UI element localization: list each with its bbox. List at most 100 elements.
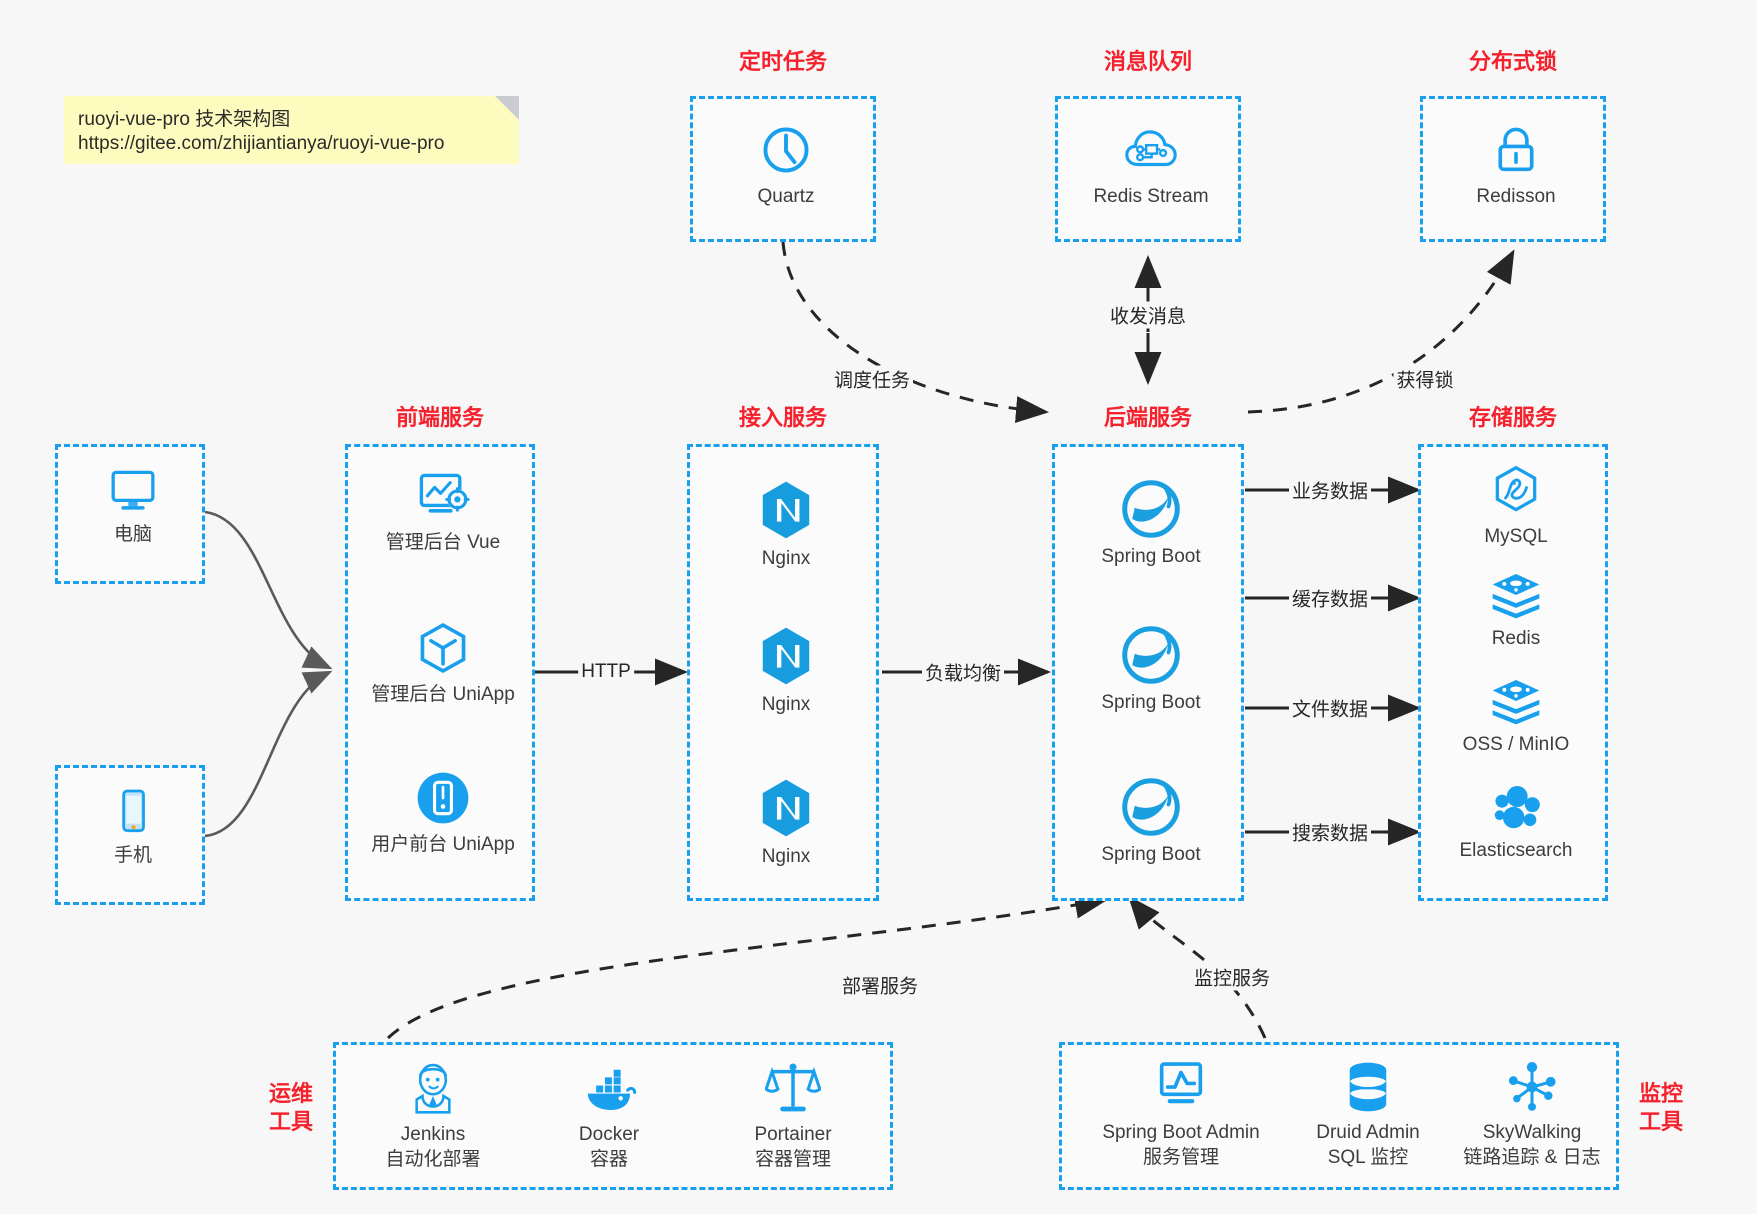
spring-boot-icon xyxy=(1121,777,1181,837)
node-pc[interactable]: 电脑 xyxy=(58,465,208,548)
docker-icon xyxy=(581,1061,637,1117)
nginx-icon xyxy=(757,479,815,541)
group-box-storage: MySQL Redis xyxy=(1418,444,1608,901)
node-oss-minio[interactable]: OSS / MinIO xyxy=(1421,675,1611,758)
redis-icon xyxy=(1488,569,1544,621)
node-sublabel: 自动化部署 xyxy=(385,1148,481,1170)
node-label: 管理后台 Vue xyxy=(385,532,501,553)
group-box-scheduled-task: Quartz xyxy=(690,96,876,242)
node-label: MySQL xyxy=(1484,526,1548,547)
group-title-monitoring-line2: 工具 xyxy=(1638,1109,1683,1135)
node-label: Redisson xyxy=(1476,186,1556,207)
smartphone-icon xyxy=(105,786,161,838)
edge-label-monitor-service: 监控服务 xyxy=(1190,963,1274,991)
note-line-2: https://gitee.com/zhijiantianya/ruoyi-vu… xyxy=(78,133,445,154)
group-title-storage: 存储服务 xyxy=(1468,405,1557,430)
node-label: Elasticsearch xyxy=(1459,840,1573,861)
node-label: Nginx xyxy=(761,846,811,867)
edge-label-search-data: 搜索数据 xyxy=(1288,818,1372,846)
group-box-client-pc: 电脑 xyxy=(55,444,205,584)
node-redis-stream[interactable]: Redis Stream xyxy=(1058,121,1244,210)
node-jenkins[interactable]: Jenkins 自动化部署 xyxy=(358,1061,508,1172)
node-elasticsearch[interactable]: Elasticsearch xyxy=(1421,781,1611,864)
mobile-circle-icon xyxy=(413,769,473,827)
node-label: Redis xyxy=(1491,628,1541,649)
group-title-gateway: 接入服务 xyxy=(738,405,827,430)
monitor-chart-icon xyxy=(1152,1059,1210,1115)
group-title-distributed-lock: 分布式锁 xyxy=(1468,49,1557,74)
node-admin-uniapp[interactable]: 管理后台 UniApp xyxy=(348,619,538,708)
node-mobile[interactable]: 手机 xyxy=(58,786,208,869)
node-redisson[interactable]: Redisson xyxy=(1423,121,1609,210)
group-box-devops: Jenkins 自动化部署 Docker 容器 xyxy=(333,1042,893,1190)
node-docker[interactable]: Docker 容器 xyxy=(534,1061,684,1172)
note-line-1: ruoyi-vue-pro 技术架构图 xyxy=(78,109,291,130)
redis-icon xyxy=(1488,675,1544,727)
node-sublabel: 容器管理 xyxy=(754,1148,831,1170)
node-mysql[interactable]: MySQL xyxy=(1421,463,1611,550)
group-title-scheduled-task: 定时任务 xyxy=(738,49,827,74)
group-box-client-mobile: 手机 xyxy=(55,765,205,905)
edge-label-file-data: 文件数据 xyxy=(1288,694,1372,722)
scales-icon xyxy=(764,1059,822,1117)
node-quartz[interactable]: Quartz xyxy=(693,121,879,210)
group-title-devops-line1: 运维 xyxy=(268,1081,313,1106)
elasticsearch-icon xyxy=(1488,781,1544,833)
node-sublabel: 链路追踪 & 日志 xyxy=(1463,1146,1601,1168)
node-spring-boot-admin[interactable]: Spring Boot Admin 服务管理 xyxy=(1074,1059,1288,1170)
node-redis[interactable]: Redis xyxy=(1421,569,1611,652)
node-label: 用户前台 UniApp xyxy=(371,834,515,855)
node-label: SkyWalking xyxy=(1482,1122,1582,1143)
node-label: Jenkins xyxy=(400,1124,466,1145)
node-nginx-2[interactable]: Nginx xyxy=(690,625,882,718)
node-label: Quartz xyxy=(757,186,815,207)
group-box-backend: Spring Boot Spring Boot Spring Boot xyxy=(1052,444,1244,901)
edge-label-load-balance: 负载均衡 xyxy=(921,658,1005,686)
cube-icon xyxy=(413,619,473,677)
node-sublabel: 容器 xyxy=(589,1148,628,1170)
dashboard-gear-icon xyxy=(413,469,473,525)
group-title-frontend: 前端服务 xyxy=(395,405,484,430)
group-box-distributed-lock: Redisson xyxy=(1420,96,1606,242)
group-box-frontend: 管理后台 Vue 管理后台 UniApp 用户前台 UniApp xyxy=(345,444,535,901)
node-nginx-3[interactable]: Nginx xyxy=(690,777,882,870)
desktop-monitor-icon xyxy=(105,465,161,517)
node-label: Redis Stream xyxy=(1093,186,1209,207)
node-portainer[interactable]: Portainer 容器管理 xyxy=(714,1059,872,1172)
edge-label-biz-data: 业务数据 xyxy=(1288,476,1372,504)
group-box-gateway: Nginx Nginx Nginx xyxy=(687,444,879,901)
node-skywalking[interactable]: SkyWalking 链路追踪 & 日志 xyxy=(1444,1059,1620,1170)
node-spring-boot-3[interactable]: Spring Boot xyxy=(1055,777,1247,868)
note-card: ruoyi-vue-pro 技术架构图 https://gitee.com/zh… xyxy=(64,96,519,164)
node-admin-vue[interactable]: 管理后台 Vue xyxy=(348,469,538,556)
node-spring-boot-1[interactable]: Spring Boot xyxy=(1055,479,1247,570)
node-label: 手机 xyxy=(113,845,152,866)
node-label: Druid Admin xyxy=(1316,1122,1420,1143)
group-box-monitoring: Spring Boot Admin 服务管理 Druid Admin SQL 监… xyxy=(1059,1042,1619,1190)
spring-boot-icon xyxy=(1121,479,1181,539)
edge-label-deploy-service: 部署服务 xyxy=(838,971,922,999)
node-druid-admin[interactable]: Druid Admin SQL 监控 xyxy=(1284,1059,1452,1170)
edge-label-send-recv-msg: 收发消息 xyxy=(1106,301,1190,329)
node-spring-boot-2[interactable]: Spring Boot xyxy=(1055,625,1247,716)
node-label: OSS / MinIO xyxy=(1462,734,1570,755)
node-label: Spring Boot xyxy=(1101,692,1201,713)
jenkins-icon xyxy=(407,1061,459,1117)
cloud-network-icon xyxy=(1122,121,1180,179)
node-label: Portainer xyxy=(754,1124,832,1145)
mysql-icon xyxy=(1488,463,1544,519)
lock-icon xyxy=(1487,121,1545,179)
node-label: Spring Boot xyxy=(1101,546,1201,567)
node-user-uniapp[interactable]: 用户前台 UniApp xyxy=(348,769,538,858)
group-title-monitoring-line1: 监控 xyxy=(1638,1081,1683,1106)
node-label: 管理后台 UniApp xyxy=(371,684,515,705)
edge-label-cache-data: 缓存数据 xyxy=(1288,584,1372,612)
clock-icon xyxy=(757,121,815,179)
group-box-message-queue: Redis Stream xyxy=(1055,96,1241,242)
node-sublabel: SQL 监控 xyxy=(1327,1146,1409,1168)
node-nginx-1[interactable]: Nginx xyxy=(690,479,882,572)
spring-boot-icon xyxy=(1121,625,1181,685)
group-title-message-queue: 消息队列 xyxy=(1103,49,1192,74)
note-fold-corner xyxy=(495,96,519,120)
group-title-devops-line2: 工具 xyxy=(268,1109,313,1135)
